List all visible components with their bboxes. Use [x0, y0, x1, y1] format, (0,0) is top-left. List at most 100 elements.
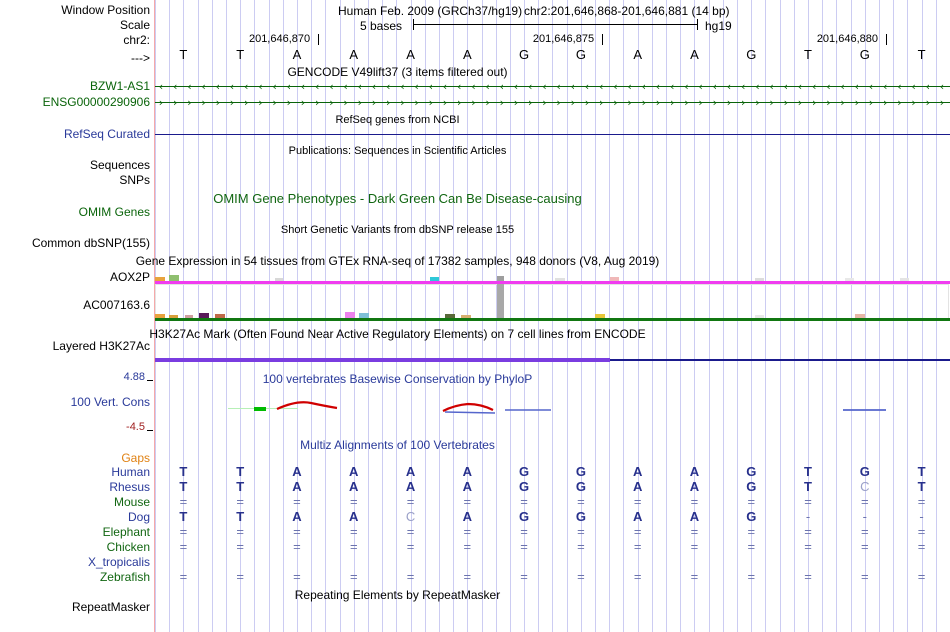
title-h3k27ac: H3K27Ac Mark (Often Found Near Active Re… [149, 327, 646, 341]
h3k27ac-signal[interactable] [155, 358, 610, 362]
gtex-baseline-aox2p [155, 281, 950, 284]
conservation-plot[interactable] [155, 380, 950, 432]
refseq-line[interactable] [155, 134, 950, 135]
strand-arrow-icon: ‹ [755, 81, 760, 92]
strand-arrow-icon: ‹ [172, 81, 178, 92]
track-label-repeatmasker[interactable]: RepeatMasker [71, 600, 150, 614]
strand-arrow-icon: ‹ [485, 81, 490, 92]
species-label-elephant[interactable]: Elephant [102, 525, 150, 539]
species-label-x-tropicalis[interactable]: X_tropicalis [87, 555, 150, 569]
alignment-gap: = [520, 539, 528, 554]
ruler-base: T [236, 47, 245, 62]
alignment-gap: = [747, 539, 756, 554]
gtex-tissue-bar[interactable] [215, 314, 225, 318]
gtex-tissue-bar[interactable] [185, 315, 193, 318]
gtex-tissue-bar[interactable] [755, 278, 764, 281]
gtex-tissue-bar[interactable] [755, 315, 764, 318]
alignment-base: T [917, 479, 926, 494]
strand-arrow-icon: ‹ [684, 81, 689, 92]
strand-arrow-icon: › [499, 97, 504, 108]
track-label-common-dbsnp[interactable]: Common dbSNP(155) [31, 236, 150, 250]
alignment-gap: = [406, 539, 415, 554]
alignment-gap: = [349, 494, 358, 509]
track-label-ac007163-6[interactable]: AC007163.6 [83, 298, 150, 312]
alignment-gap: = [236, 524, 244, 539]
gtex-tissue-bar[interactable] [199, 313, 209, 318]
gtex-tissue-bar[interactable] [555, 278, 565, 281]
track-label-bzw1-as1[interactable]: BZW1-AS1 [89, 79, 150, 93]
strand-arrow-icon: › [314, 97, 320, 108]
species-label-mouse[interactable]: Mouse [113, 495, 150, 509]
strand-arrow-icon: ‹ [527, 81, 533, 92]
alignment-base: T [236, 479, 245, 494]
strand-arrow-icon: › [400, 97, 405, 108]
track-label-snps[interactable]: SNPs [119, 173, 150, 187]
strand-arrow-icon: › [669, 97, 675, 108]
strand-arrow-icon: ‹ [158, 81, 164, 92]
track-label-sequences[interactable]: Sequences [89, 158, 150, 172]
strand-arrow-icon: ‹ [201, 81, 206, 92]
gtex-track-aox2p[interactable] [155, 275, 950, 284]
gtex-tissue-bar[interactable] [855, 314, 865, 318]
strand-arrow-icon: › [542, 97, 547, 108]
gtex-tall-bar[interactable] [497, 284, 504, 318]
gtex-tissue-bar[interactable] [610, 277, 619, 281]
track-label-omim-genes[interactable]: OMIM Genes [78, 205, 150, 219]
track-label-aox2p[interactable]: AOX2P [109, 270, 150, 284]
gtex-tissue-bar[interactable] [155, 277, 165, 281]
track-label-ensg00000290906[interactable]: ENSG00000290906 [42, 95, 150, 109]
gtex-tall-bar-top[interactable] [497, 276, 504, 281]
h3k27ac-baseline[interactable] [610, 359, 950, 361]
gtex-tissue-bar[interactable] [461, 315, 471, 318]
gtex-tissue-bar[interactable] [359, 313, 369, 318]
alignment-base: A [405, 479, 416, 494]
strand-arrow-icon: ‹ [740, 81, 746, 92]
gtex-tissue-bar[interactable] [595, 314, 605, 318]
alignment-gap: = [577, 524, 585, 539]
gtex-tissue-bar[interactable] [445, 314, 455, 318]
track-label-100-vert-cons[interactable]: 100 Vert. Cons [70, 395, 150, 409]
strand-arrow-icon: › [456, 97, 462, 108]
species-label-chicken[interactable]: Chicken [106, 540, 150, 554]
alignment-gap: = [861, 569, 869, 584]
strand-arrow-icon: ‹ [471, 81, 476, 92]
gtex-tissue-bar[interactable] [345, 312, 355, 318]
alignment-gap: = [861, 524, 869, 539]
ruler-base: A [349, 47, 359, 62]
ruler-position-tick [885, 34, 887, 45]
gene-track-bzw1-as1[interactable]: ‹‹‹‹‹‹‹‹‹‹‹‹‹‹‹‹‹‹‹‹‹‹‹‹‹‹‹‹‹‹‹‹‹‹‹‹‹‹‹‹… [155, 81, 950, 92]
species-label-zebrafish[interactable]: Zebrafish [99, 570, 150, 584]
gtex-tissue-bar[interactable] [845, 278, 854, 281]
alignment-base: T [917, 464, 926, 479]
gtex-tissue-bar[interactable] [430, 277, 439, 281]
ruler-base: G [746, 47, 757, 62]
species-label-dog[interactable]: Dog [127, 510, 150, 524]
alignment-base: G [746, 509, 757, 524]
track-label-refseq-curated[interactable]: RefSeq Curated [63, 127, 150, 141]
alignment-gap: = [179, 539, 188, 554]
gene-track-ensg00000290906[interactable]: ››››››››››››››››››››››››››››››››››››››››… [155, 97, 950, 108]
alignment-base: T [236, 464, 245, 479]
track-label-layered-h3k27ac[interactable]: Layered H3K27Ac [52, 339, 150, 353]
gtex-tissue-bar[interactable] [155, 314, 165, 318]
strand-arrow-icon: › [428, 97, 433, 108]
gtex-tissue-bar[interactable] [169, 275, 179, 281]
strand-arrow-icon: ‹ [456, 81, 462, 92]
strand-arrow-icon: › [826, 97, 831, 108]
species-label-rhesus[interactable]: Rhesus [109, 480, 150, 494]
ruler-base: T [917, 47, 926, 62]
species-label-human[interactable]: Human [111, 465, 150, 479]
gtex-tissue-bar[interactable] [900, 278, 909, 281]
gtex-track-ac007163-6[interactable] [155, 310, 950, 321]
strand-arrow-icon: ‹ [726, 81, 732, 92]
gtex-tissue-bar[interactable] [169, 315, 178, 318]
alignment-gap: = [349, 539, 358, 554]
gtex-tissue-bar[interactable] [275, 278, 283, 281]
alignment-gap: - [805, 509, 811, 524]
alignment-gap: = [463, 494, 472, 509]
track-label-gaps[interactable]: Gaps [121, 451, 150, 465]
alignment-base: T [804, 479, 812, 494]
strand-arrow-icon: › [243, 97, 249, 108]
alignment-base: T [804, 464, 812, 479]
alignment-gap: = [577, 494, 585, 509]
